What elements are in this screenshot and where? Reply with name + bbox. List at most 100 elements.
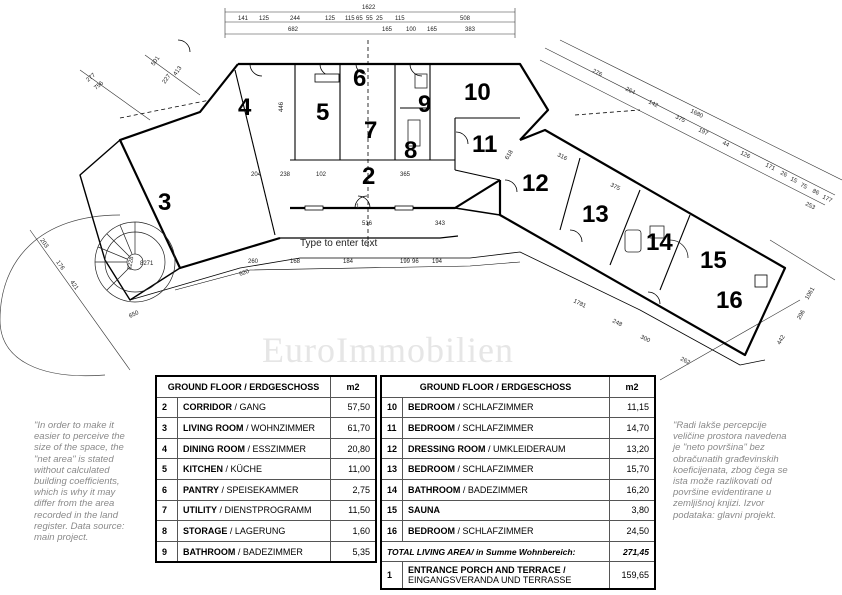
- room-number-2: 2: [362, 163, 375, 190]
- room-number-11: 11: [472, 131, 497, 158]
- svg-text:204: 204: [251, 172, 262, 178]
- table-row: 6 PANTRY / SPEISEKAMMER 2,75: [155, 478, 377, 501]
- table-total-row: TOTAL LIVING AREA/ in Summe Wohnbereich:…: [380, 540, 656, 563]
- svg-text:168: 168: [290, 259, 301, 265]
- room-numbers: 2 3 4 5 6 7 8 9 10 11 12 13 14 15 16: [158, 65, 743, 314]
- table-header: GROUND FLOOR / ERDGESCHOSS: [155, 375, 331, 398]
- svg-text:15: 15: [789, 176, 798, 185]
- area-table-right: GROUND FLOOR / ERDGESCHOSS m2 10 BEDROOM…: [380, 375, 656, 591]
- svg-text:75: 75: [799, 182, 808, 191]
- svg-text:141: 141: [238, 16, 249, 22]
- svg-text:276: 276: [591, 68, 603, 78]
- svg-text:650: 650: [128, 310, 140, 320]
- room-number-14: 14: [646, 229, 673, 256]
- bathroom-fixtures: [407, 73, 689, 259]
- room-number-13: 13: [582, 201, 609, 228]
- table-row: 10 BEDROOM / SCHLAFZIMMER 11,15: [380, 396, 656, 419]
- svg-text:55: 55: [366, 16, 373, 22]
- svg-text:501: 501: [151, 55, 162, 67]
- svg-text:125: 125: [325, 16, 336, 22]
- svg-text:1061: 1061: [805, 286, 817, 301]
- svg-text:421: 421: [68, 280, 79, 292]
- table-row: 13 BEDROOM / SCHLAFZIMMER 15,70: [380, 458, 656, 480]
- svg-text:365: 365: [400, 172, 411, 178]
- stair-dim-b: 8271: [140, 261, 154, 267]
- svg-text:125: 125: [259, 16, 270, 22]
- table-row: 7 UTILITY / DIENSTPROGRAMM 11,50: [155, 499, 377, 522]
- dim-top-total: 1622: [362, 5, 376, 11]
- right-dimension-lines: [539, 39, 842, 381]
- svg-text:115: 115: [395, 16, 405, 22]
- table-row: 16 BEDROOM / SCHLAFZIMMER 24,50: [380, 520, 656, 542]
- svg-text:343: 343: [435, 221, 446, 227]
- table-unit: m2: [609, 375, 656, 398]
- svg-text:102: 102: [316, 172, 327, 178]
- room-number-3: 3: [158, 189, 171, 216]
- table-unit: m2: [330, 375, 377, 398]
- svg-text:756: 756: [93, 80, 105, 91]
- table-row: 9 BATHROOM / BADEZIMMER 5,35: [155, 540, 377, 563]
- area-table-left: GROUND FLOOR / ERDGESCHOSS m2 2 CORRIDOR…: [155, 375, 377, 564]
- svg-text:165: 165: [382, 27, 393, 33]
- section-marker-a: [119, 40, 641, 250]
- svg-text:244: 244: [290, 16, 301, 22]
- room-number-4: 4: [238, 94, 252, 121]
- table-row: 3 LIVING ROOM / WOHNZIMMER 61,70: [155, 417, 377, 439]
- svg-text:184: 184: [343, 259, 354, 265]
- svg-text:176: 176: [54, 260, 65, 272]
- svg-text:65: 65: [356, 16, 363, 22]
- table-row: 11 BEDROOM / SCHLAFZIMMER 14,70: [380, 417, 656, 439]
- svg-text:26: 26: [779, 170, 788, 179]
- left-dimension-lines: [29, 54, 201, 371]
- svg-text:516: 516: [362, 221, 373, 227]
- svg-text:300: 300: [639, 334, 651, 344]
- site-boundary-arc: [0, 214, 121, 377]
- room-number-16: 16: [716, 287, 743, 314]
- svg-text:86: 86: [811, 188, 820, 197]
- inner-dimensions: 446 204 238 102 365 316 375 618 516 343 …: [38, 55, 816, 367]
- table-row: 12 DRESSING ROOM / UMKLEIDERAUM 13,20: [380, 437, 656, 460]
- svg-text:203: 203: [38, 238, 49, 250]
- svg-text:253: 253: [804, 201, 816, 211]
- window-markers: [304, 73, 768, 288]
- svg-text:248: 248: [611, 318, 623, 328]
- svg-text:383: 383: [465, 27, 476, 33]
- room-number-5: 5: [316, 99, 329, 126]
- svg-text:238: 238: [280, 172, 291, 178]
- note-right: "Radi lakše percepcije veličine prostora…: [673, 420, 788, 521]
- svg-text:262: 262: [679, 356, 691, 366]
- svg-text:194: 194: [432, 259, 443, 265]
- svg-text:115: 115: [345, 16, 355, 22]
- table-row: 8 STORAGE / LAGERUNG 1,60: [155, 520, 377, 542]
- table-row: 15 SAUNA 3,80: [380, 499, 656, 522]
- room-number-9: 9: [418, 91, 431, 118]
- room-number-8: 8: [404, 137, 417, 164]
- svg-text:375: 375: [609, 182, 621, 192]
- note-left: "In order to make it easier to perceive …: [34, 420, 125, 544]
- building-walls: [79, 62, 787, 366]
- svg-text:375: 375: [674, 114, 686, 124]
- table-header: GROUND FLOOR / ERDGESCHOSS: [380, 375, 610, 398]
- watermark: EuroImmobilien: [262, 330, 514, 370]
- svg-text:96: 96: [412, 259, 419, 265]
- spiral-staircase: [94, 221, 176, 303]
- dim-top-row: 141 125 244 125 115 65 55 25 115 508: [238, 16, 471, 22]
- svg-text:316: 316: [556, 152, 568, 162]
- svg-text:25: 25: [376, 16, 383, 22]
- room-number-12: 12: [522, 170, 549, 197]
- svg-text:620: 620: [239, 269, 251, 278]
- svg-text:277: 277: [85, 72, 97, 83]
- table-row: 14 BATHROOM / BADEZIMMER 16,20: [380, 478, 656, 501]
- svg-text:227: 227: [162, 73, 173, 85]
- svg-text:44: 44: [721, 140, 730, 149]
- stair-dim-a: 8228: [127, 256, 135, 271]
- table-row: 2 CORRIDOR / GANG 57,50: [155, 396, 377, 419]
- text-entry-hint[interactable]: Type to enter text: [300, 238, 377, 249]
- svg-text:142: 142: [647, 99, 659, 109]
- dim-right-row: 276 264 142 375 197 44 126 171 26 15 75 …: [591, 68, 833, 211]
- room-number-15: 15: [700, 247, 727, 274]
- svg-text:264: 264: [624, 86, 636, 96]
- svg-text:197: 197: [697, 127, 709, 137]
- svg-text:296: 296: [797, 309, 808, 321]
- svg-text:165: 165: [427, 27, 438, 33]
